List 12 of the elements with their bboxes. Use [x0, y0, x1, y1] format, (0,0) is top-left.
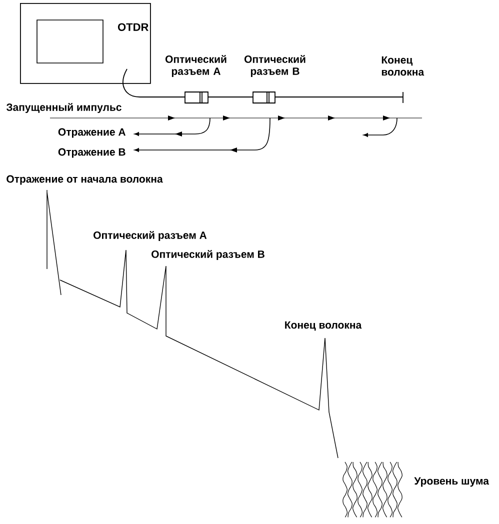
label: Отражение В — [58, 148, 126, 158]
label: Оптический разъем В — [244, 55, 306, 77]
label: Конец волокна — [285, 321, 362, 331]
label: Запущенный импульс — [6, 103, 122, 113]
label: Оптический разъем В — [152, 250, 264, 260]
label: Конец волокна — [382, 56, 424, 76]
label: Уровень шума — [414, 477, 490, 487]
label: Отражение от начала волокна — [6, 175, 163, 185]
label: Оптический разъем А — [94, 231, 207, 241]
otdr-box: OTDR — [20, 3, 151, 84]
label: Отражение А — [58, 128, 126, 138]
label: Оптический разъем А — [165, 55, 226, 77]
